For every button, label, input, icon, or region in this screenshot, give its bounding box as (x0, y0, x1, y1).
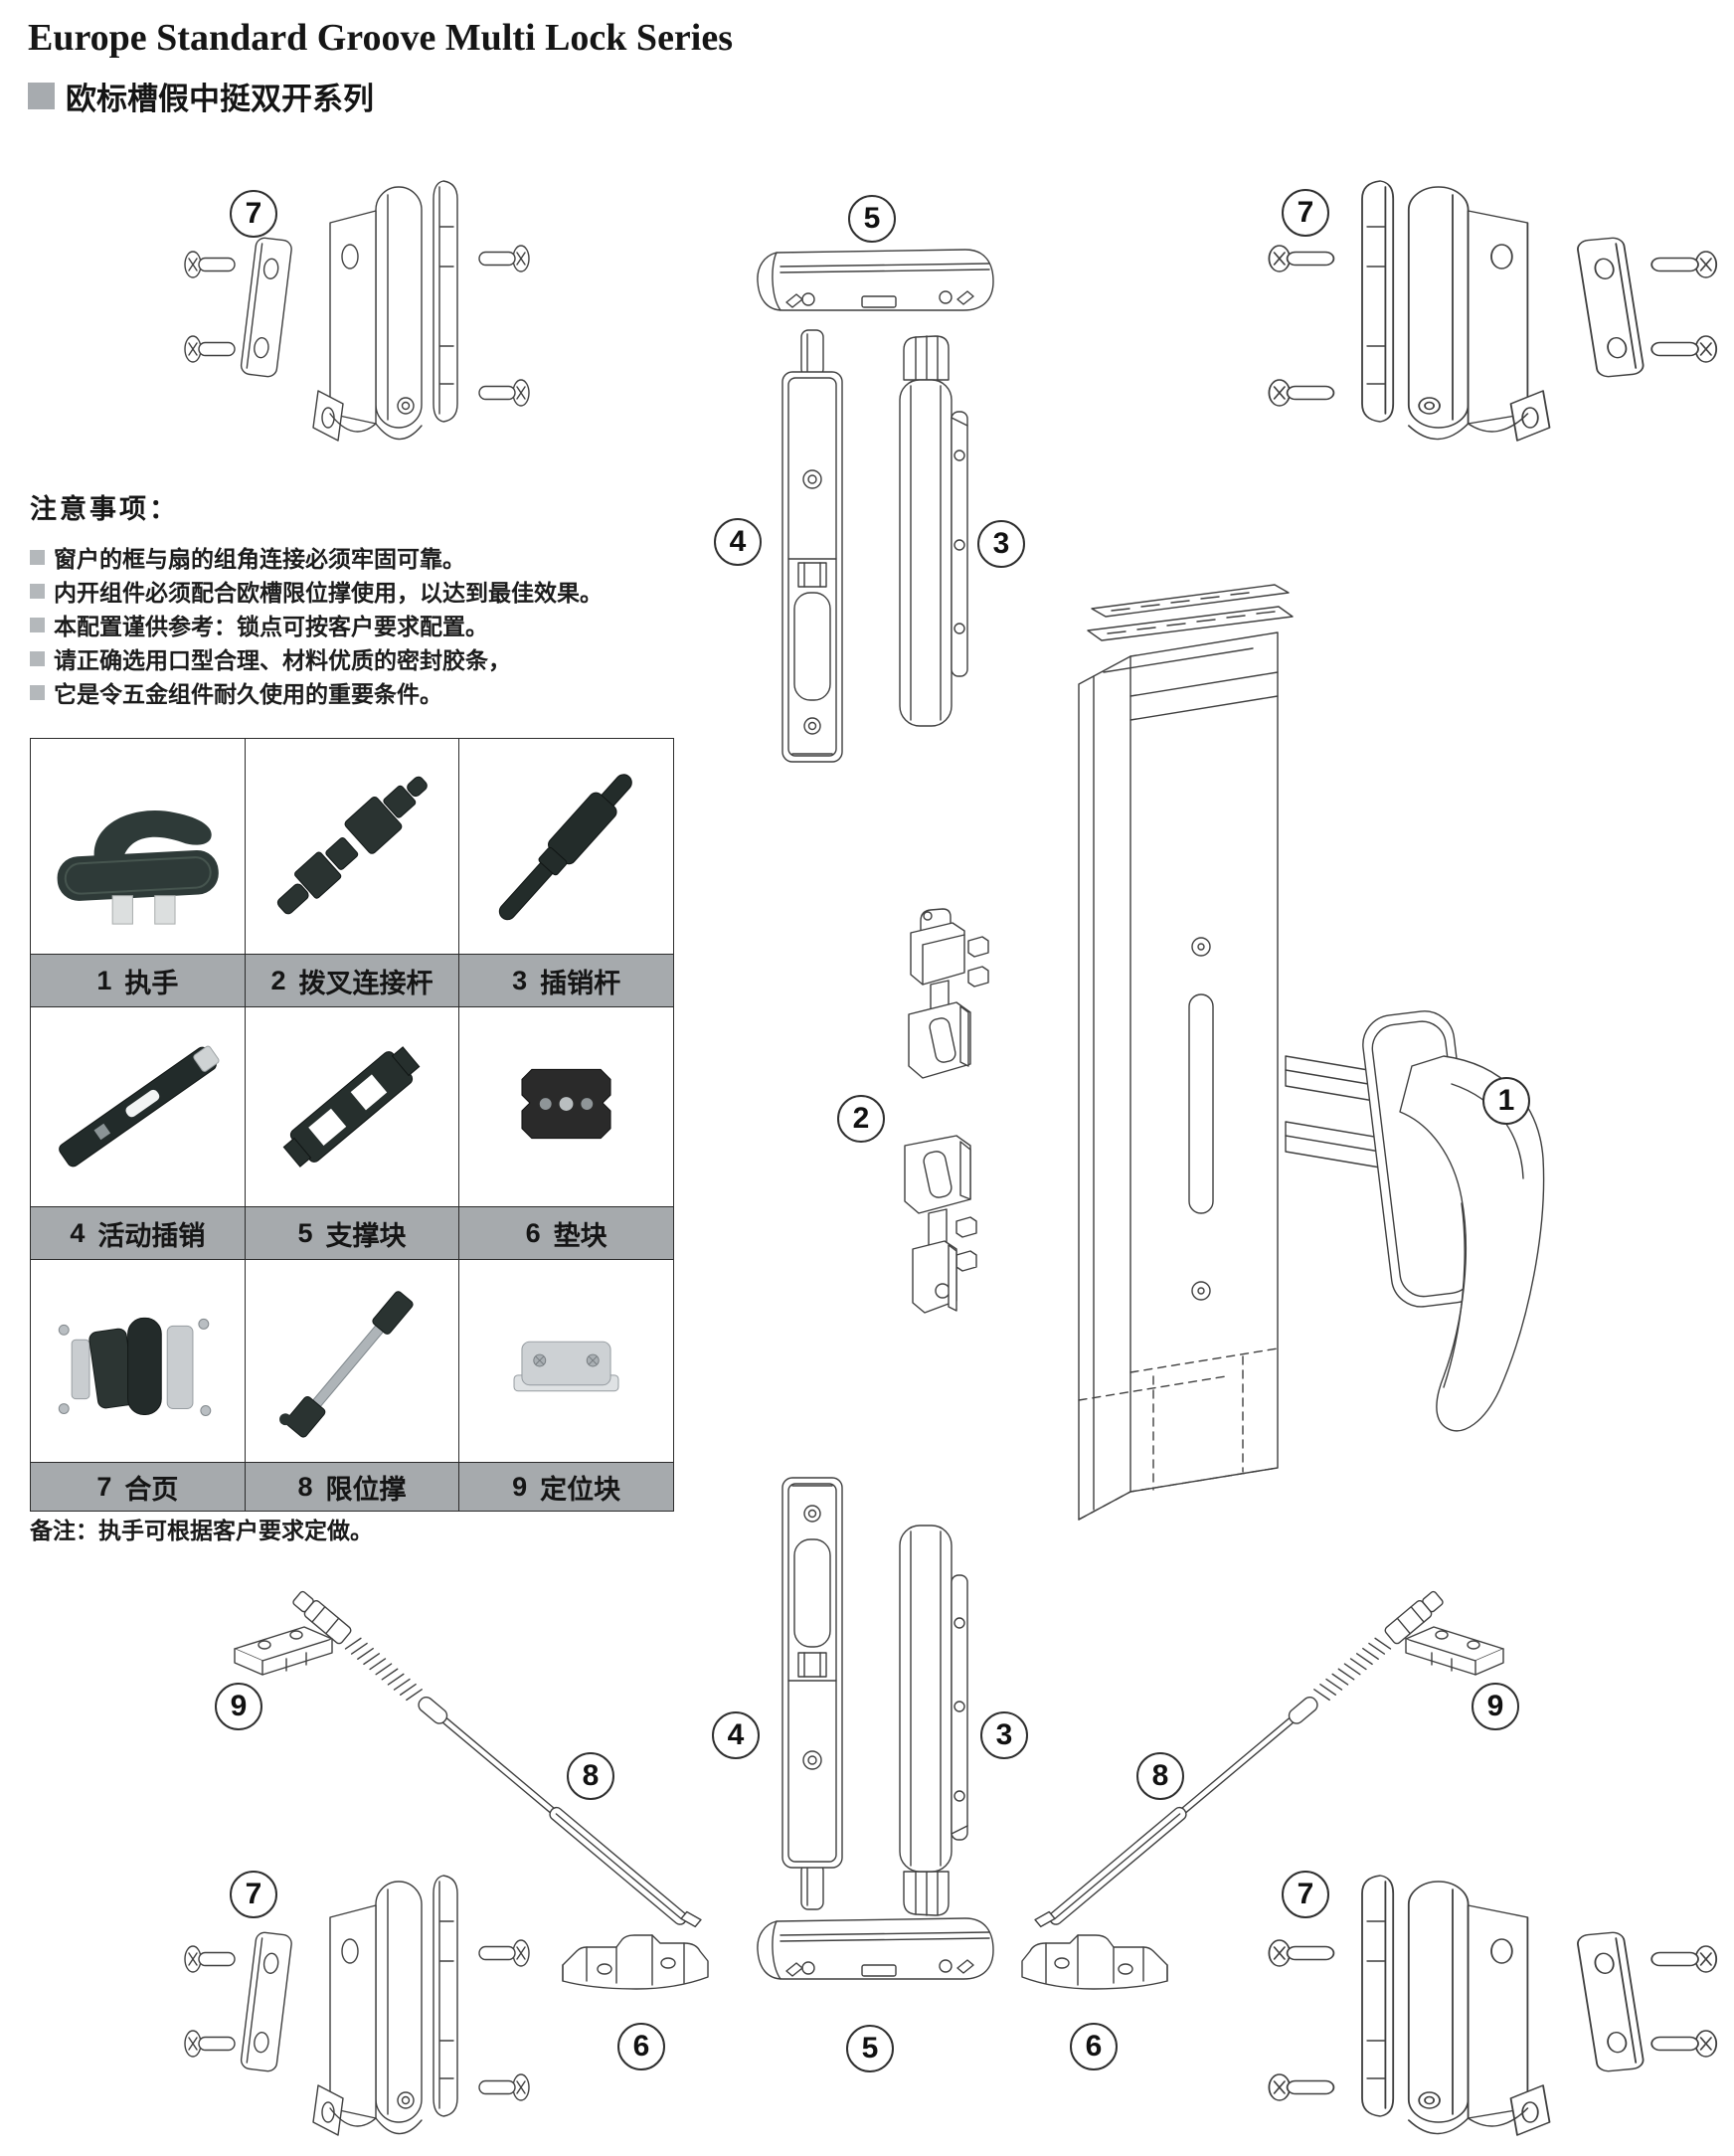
drawing-wedge-left (562, 1934, 709, 1990)
part-label: 2 拨叉连接杆 (245, 955, 459, 1006)
part-photo-flat-bolt (31, 1007, 245, 1206)
drawing-hinge-bottom-left (185, 1876, 529, 2135)
drawing-bolt-top (781, 329, 843, 763)
part-name: 活动插销 (97, 1220, 206, 1251)
note-item: 窗户的框与扇的组角连接必须牢固可靠。 (30, 540, 603, 574)
callout-8-left: 8 (567, 1752, 614, 1800)
drawing-bolt-bottom (781, 1477, 843, 1910)
part-number: 1 (96, 965, 112, 995)
pin-rod-photo-icon (498, 774, 632, 921)
callout-3-bottom: 3 (980, 1711, 1028, 1759)
part-label: 7 合页 (31, 1463, 245, 1511)
callout-2: 2 (837, 1095, 885, 1143)
part-number: 7 (96, 1471, 112, 1502)
support-block-photo-icon (283, 1046, 421, 1168)
bullet-square-icon (30, 583, 45, 599)
part-photo-connector (245, 739, 459, 954)
part-photo-positioning-block (459, 1260, 673, 1462)
gasket-block-photo-icon (521, 1068, 611, 1140)
positioning-block-photo-icon (513, 1341, 619, 1392)
remark-note: 备注：执手可根据客户要求定做。 (30, 1518, 373, 1543)
page-title: Europe Standard Groove Multi Lock Series (28, 17, 734, 59)
part-photo-pin-rod (459, 739, 673, 954)
part-name: 执手 (124, 968, 179, 998)
drawing-rod-bottom (899, 1525, 968, 1916)
part-label: 8 限位撑 (245, 1463, 459, 1511)
notes-section: 注意事项： 窗户的框与扇的组角连接必须牢固可靠。 内开组件必须配合欧槽限位撑使用… (30, 487, 603, 709)
callout-6-left: 6 (617, 2023, 665, 2070)
drawing-connector (904, 908, 989, 1314)
callout-6-right: 6 (1070, 2023, 1118, 2070)
part-label: 3 插销杆 (459, 955, 673, 1006)
part-name: 合页 (124, 1474, 179, 1505)
notes-heading: 注意事项： (30, 494, 179, 524)
bullet-square-icon (30, 617, 45, 632)
note-item: 本配置谨供参考：锁点可按客户要求配置。 (30, 608, 603, 641)
handle-photo-icon (57, 809, 219, 925)
part-label: 9 定位块 (459, 1463, 673, 1511)
drawing-handle (1285, 1010, 1545, 1432)
drawing-bar-bottom (757, 1917, 994, 1980)
bullet-square-icon (30, 549, 45, 565)
part-label: 1 执手 (31, 955, 245, 1006)
part-number: 2 (270, 965, 286, 995)
part-name: 定位块 (540, 1474, 621, 1505)
callout-5-top: 5 (848, 195, 896, 243)
callout-7-top-left: 7 (230, 190, 277, 238)
part-photo-support-block (245, 1007, 459, 1206)
page-subtitle: 欧标槽假中挺双开系列 (28, 74, 374, 118)
part-number: 5 (297, 1217, 313, 1248)
drawing-hinge-top-right (1269, 181, 1716, 441)
part-number: 6 (525, 1217, 541, 1248)
part-name: 垫块 (553, 1220, 607, 1251)
part-number: 9 (512, 1471, 528, 1502)
callout-1: 1 (1482, 1077, 1530, 1125)
drawing-hinge-bottom-right (1269, 1876, 1716, 2135)
callout-4-middle: 4 (714, 518, 762, 566)
callout-9-right: 9 (1472, 1683, 1519, 1730)
note-item: 它是令五金组件耐久使用的重要条件。 (30, 675, 603, 709)
part-number: 3 (512, 965, 528, 995)
part-name: 限位撑 (325, 1474, 407, 1505)
part-photo-handle (31, 739, 245, 954)
callout-7-bottom-right: 7 (1282, 1871, 1329, 1918)
hinge-photo-icon (58, 1317, 212, 1416)
callout-8-right: 8 (1136, 1752, 1184, 1800)
part-label: 6 垫块 (459, 1207, 673, 1259)
part-name: 支撑块 (325, 1220, 407, 1251)
callout-7-top-right: 7 (1282, 189, 1329, 237)
note-item: 请正确选用口型合理、材料优质的密封胶条， (30, 641, 603, 675)
part-name: 拨叉连接杆 (298, 968, 434, 998)
part-number: 8 (297, 1471, 313, 1502)
callout-5-bottom: 5 (846, 2025, 894, 2072)
part-label: 5 支撑块 (245, 1207, 459, 1259)
bullet-square-icon (30, 650, 45, 666)
drawing-clamp-right (1405, 1626, 1504, 1676)
parts-table: 1 执手 2 拨叉连接杆 3 插销杆 (30, 738, 674, 1512)
part-name: 插销杆 (540, 968, 621, 998)
drawing-rod-top (899, 335, 968, 727)
bullet-square-icon (30, 684, 45, 700)
callout-9-left: 9 (215, 1683, 262, 1730)
note-item: 内开组件必须配合欧槽限位撑使用，以达到最佳效果。 (30, 574, 603, 608)
callout-7-bottom-left: 7 (230, 1871, 277, 1918)
stay-photo-icon (279, 1291, 415, 1438)
part-photo-stay (245, 1260, 459, 1462)
part-photo-gasket-block (459, 1007, 673, 1206)
drawing-clamp-left (234, 1626, 333, 1676)
drawing-bar-top (757, 249, 994, 311)
callout-3-middle: 3 (977, 520, 1025, 568)
flat-bolt-photo-icon (58, 1045, 220, 1168)
drawing-wedge-right (1021, 1934, 1168, 1990)
callout-4-bottom: 4 (712, 1711, 760, 1759)
part-label: 4 活动插销 (31, 1207, 245, 1259)
part-photo-hinge (31, 1260, 245, 1462)
part-number: 4 (70, 1217, 86, 1248)
title-bullet-square-icon (28, 83, 55, 109)
page-subtitle-text: 欧标槽假中挺双开系列 (66, 82, 374, 116)
connector-photo-icon (277, 776, 429, 915)
drawing-profile (1078, 584, 1294, 1521)
drawing-stay-left (289, 1586, 702, 1938)
